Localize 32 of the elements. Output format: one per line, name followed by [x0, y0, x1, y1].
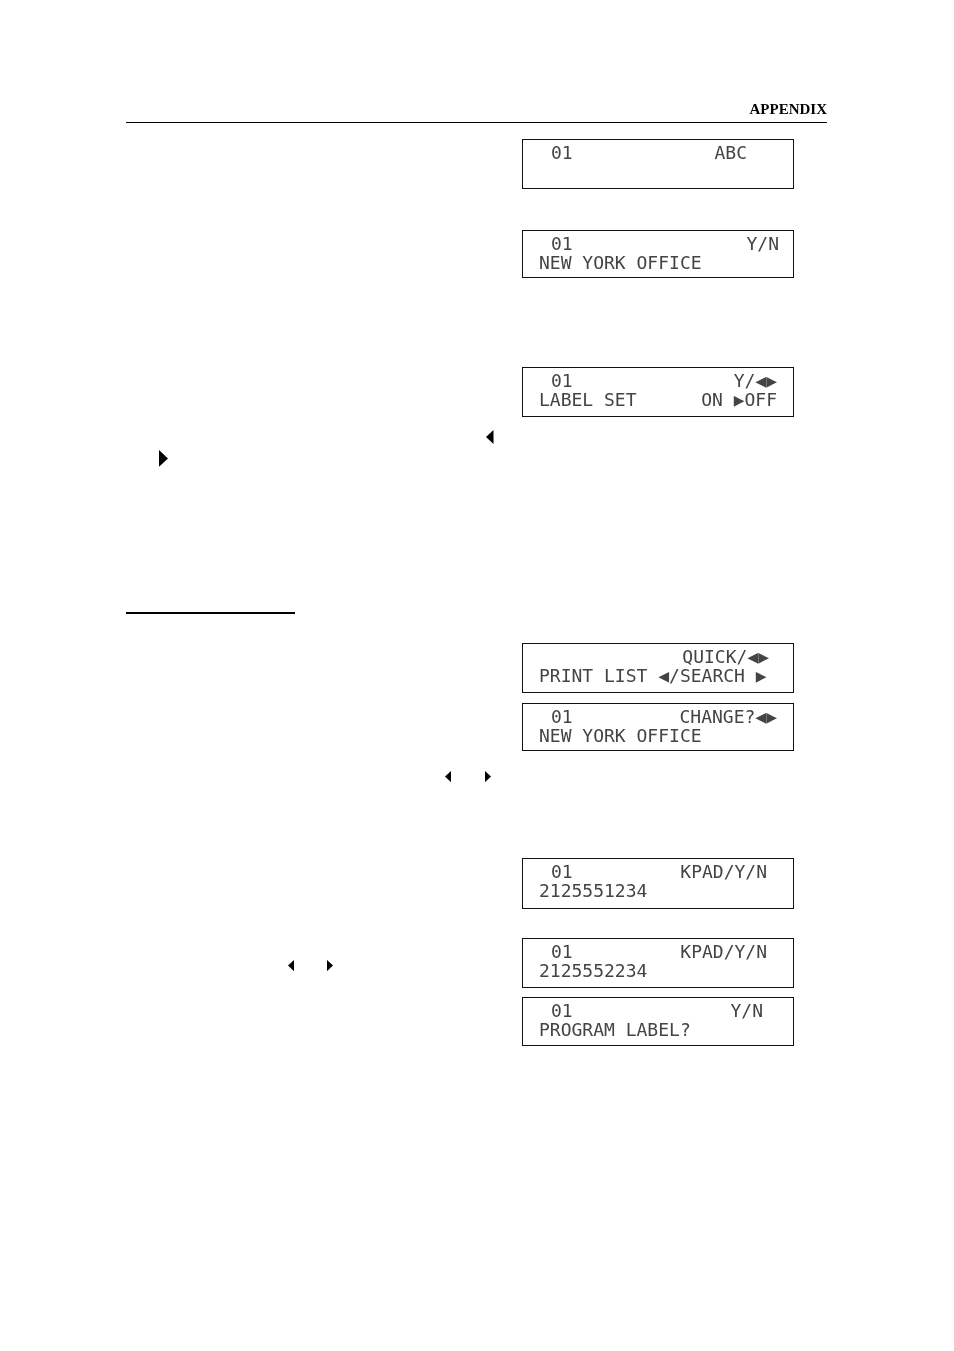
- lcd-display: [522, 367, 794, 417]
- display-text: CHANGE?◀▶: [679, 707, 777, 727]
- display-text: 01: [551, 942, 573, 962]
- page-header: APPENDIX: [749, 101, 827, 118]
- lcd-display: [522, 703, 794, 751]
- lcd-display: [522, 938, 794, 988]
- display-text: PROGRAM LABEL?: [539, 1020, 691, 1040]
- display-text: QUICK/◀▶: [682, 647, 769, 667]
- display-text: 2125552234: [539, 961, 648, 981]
- display-text: Y/N: [730, 1001, 763, 1021]
- display-text: 01: [551, 862, 573, 882]
- lcd-display: [522, 858, 794, 909]
- display-text: NEW YORK OFFICE: [539, 253, 702, 273]
- display-text: 01: [551, 371, 573, 391]
- display-text: 01: [551, 1001, 573, 1021]
- display-text: 2125551234: [539, 881, 648, 901]
- display-text: NEW YORK OFFICE: [539, 726, 702, 746]
- display-text: 01: [551, 143, 573, 163]
- display-text: KPAD/Y/N: [680, 862, 767, 882]
- lcd-display: [522, 643, 794, 693]
- display-text: ABC: [714, 143, 747, 163]
- display-text: KPAD/Y/N: [680, 942, 767, 962]
- display-text: Y/N: [746, 234, 779, 254]
- display-text: LABEL SET: [539, 390, 637, 410]
- lcd-display: [522, 230, 794, 278]
- display-text: 01: [551, 707, 573, 727]
- lcd-display: [522, 139, 794, 189]
- display-text: ON ▶OFF: [701, 390, 777, 410]
- display-text: PRINT LIST ◀/SEARCH ▶: [539, 666, 767, 686]
- display-text: Y/◀▶: [733, 371, 777, 391]
- lcd-display: [522, 997, 794, 1046]
- display-text: 01: [551, 234, 573, 254]
